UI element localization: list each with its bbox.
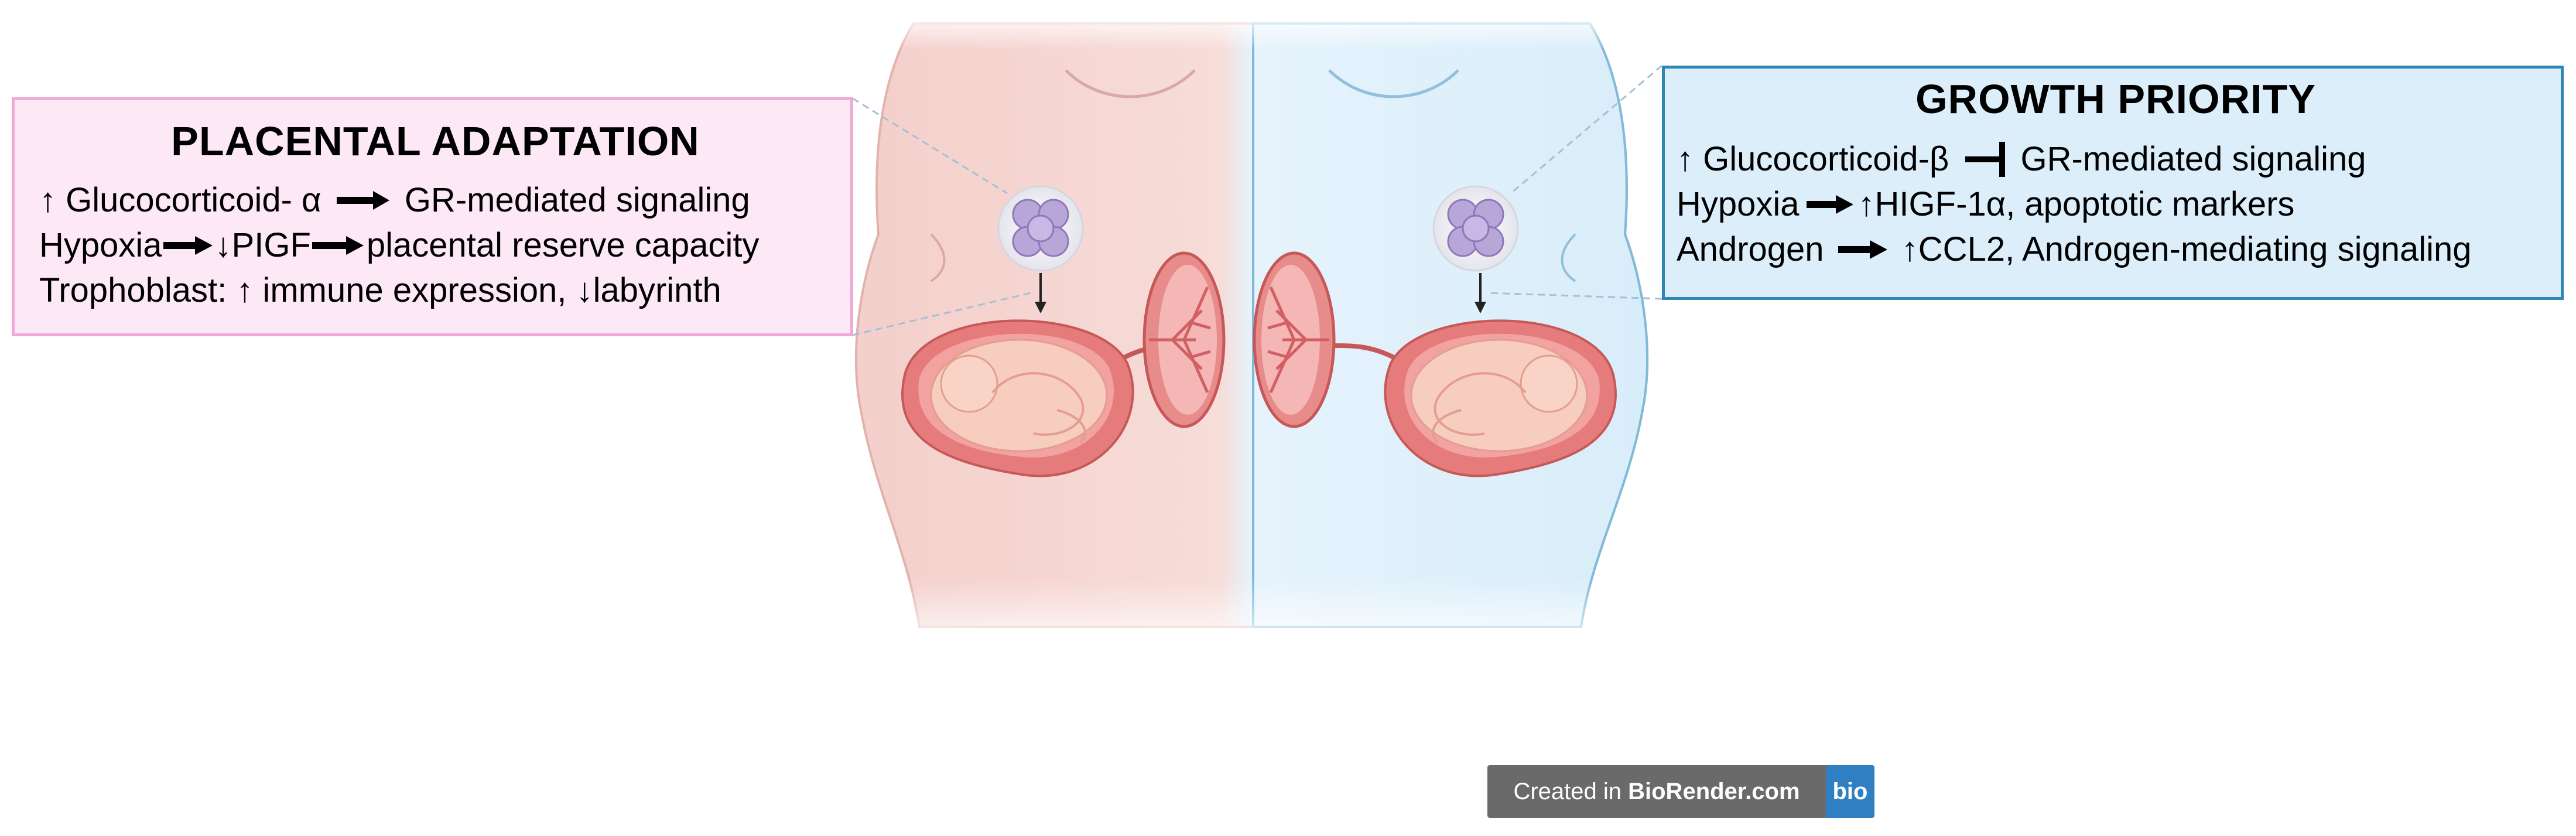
badge-text: Created in BioRender.com bbox=[1487, 765, 1826, 818]
panel-title: PLACENTAL ADAPTATION bbox=[171, 118, 700, 164]
arrow-right-icon bbox=[1806, 195, 1853, 214]
panel-line-3: Androgen ↑CCL2, Androgen-mediating signa… bbox=[1677, 224, 2561, 269]
panel-line-2: Hypoxia ↑HIGF-1α, apoptotic markers bbox=[1677, 179, 2561, 224]
line-text: ↑ Glucocorticoid-β bbox=[1677, 140, 1949, 179]
arrow-right-icon bbox=[163, 236, 213, 255]
biorender-logo-icon: bio bbox=[1826, 765, 1874, 818]
inhibit-icon bbox=[1965, 141, 2006, 177]
arrow-right-icon bbox=[312, 236, 364, 255]
panel-line-3: Trophoblast: ↑ immune expression, ↓labyr… bbox=[39, 265, 850, 310]
panel-line-1: ↑ Glucocorticoid- α GR-mediated signalin… bbox=[39, 175, 850, 220]
line-text: GR-mediated signaling bbox=[404, 181, 750, 220]
embryo-icon bbox=[997, 185, 1084, 272]
badge-prefix: Created in bbox=[1513, 779, 1629, 804]
placental-adaptation-panel: PLACENTAL ADAPTATION ↑ Glucocorticoid- α… bbox=[12, 97, 853, 336]
panel-line-1: ↑ Glucocorticoid-β GR-mediated signaling bbox=[1677, 134, 2561, 179]
line-text: Androgen bbox=[1677, 230, 1824, 269]
line-text: Hypoxia bbox=[1677, 185, 1800, 224]
growth-priority-panel: GROWTH PRIORITY ↑ Glucocorticoid-β GR-me… bbox=[1662, 66, 2564, 300]
line-text: GR-mediated signaling bbox=[2020, 140, 2366, 179]
arrow-down-icon bbox=[1475, 302, 1486, 313]
arrow-right-icon bbox=[1838, 240, 1887, 259]
arrow-down-icon bbox=[1035, 302, 1046, 313]
line-text: ↓PIGF bbox=[214, 226, 311, 265]
badge-brand: BioRender.com bbox=[1628, 779, 1800, 804]
line-text: ↑HIGF-1α, apoptotic markers bbox=[1857, 185, 2295, 224]
panel-title: GROWTH PRIORITY bbox=[1915, 76, 2316, 122]
line-text: placental reserve capacity bbox=[366, 226, 760, 265]
placenta-icon bbox=[1144, 253, 1224, 426]
panel-line-2: Hypoxia ↓PIGF placental reserve capacity bbox=[39, 220, 850, 265]
line-text: ↑CCL2, Androgen-mediating signaling bbox=[1901, 230, 2472, 269]
arrow-right-icon bbox=[336, 190, 389, 210]
placenta-icon bbox=[1254, 253, 1334, 426]
line-text: Trophoblast: ↑ immune expression, ↓labyr… bbox=[39, 271, 721, 310]
biorender-badge[interactable]: Created in BioRender.com bio bbox=[1487, 765, 1874, 818]
line-text: ↑ Glucocorticoid- α bbox=[39, 181, 321, 220]
line-text: Hypoxia bbox=[39, 226, 162, 265]
embryo-icon bbox=[1432, 185, 1519, 272]
